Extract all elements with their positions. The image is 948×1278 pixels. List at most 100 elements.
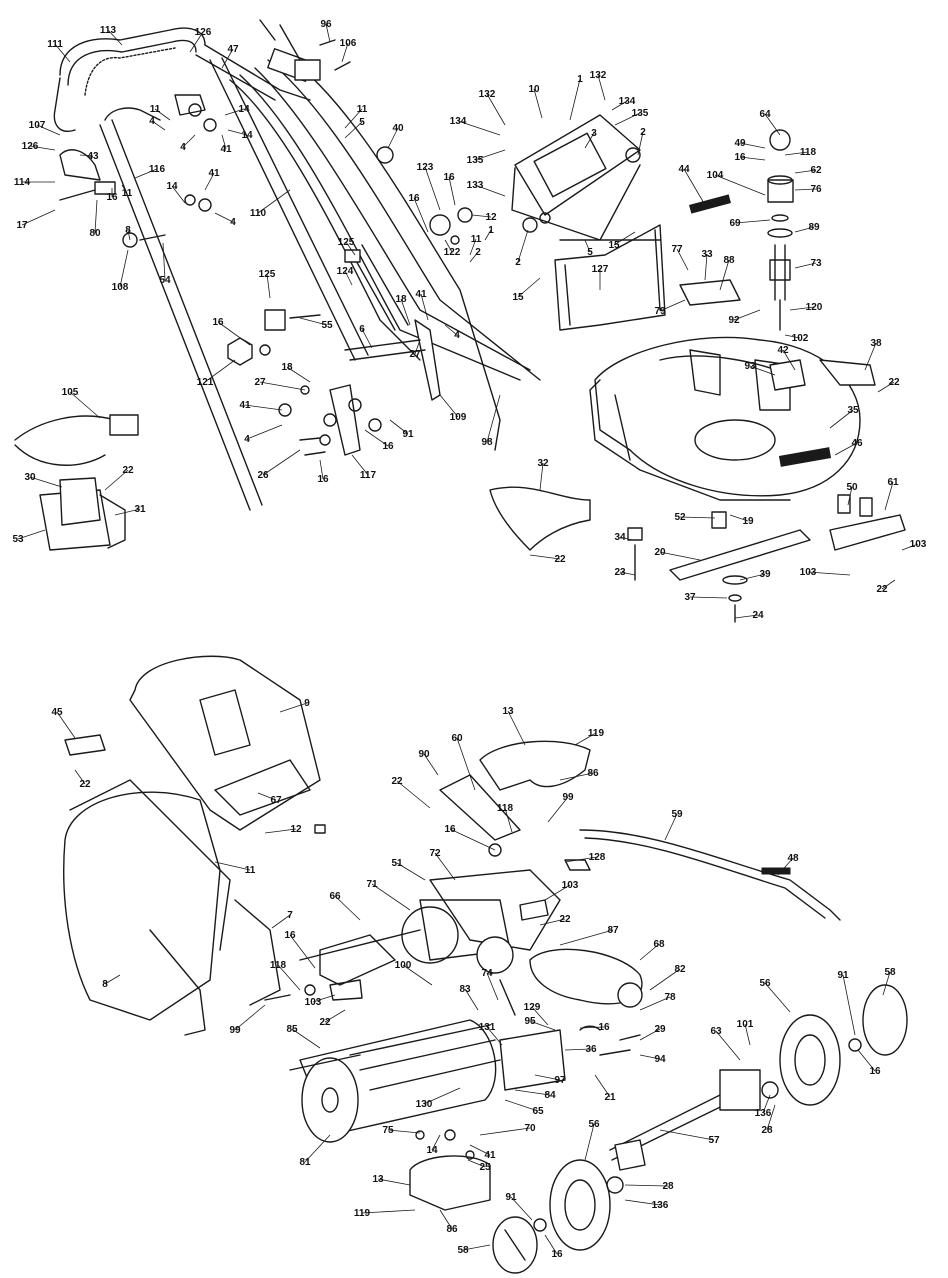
- leader-line: [312, 994, 336, 1003]
- part-number-label: 20: [654, 547, 666, 558]
- leader-line: [639, 1054, 661, 1060]
- part-number-label: 62: [810, 165, 822, 176]
- leader-line: [534, 1074, 561, 1081]
- leader-line: [584, 239, 591, 253]
- leader-line: [104, 469, 129, 491]
- callout-90: 90: [418, 749, 439, 776]
- part-number-label: 11: [150, 104, 161, 115]
- part-number-label: 52: [674, 512, 686, 523]
- leader-line: [387, 1129, 421, 1134]
- leader-line: [361, 328, 373, 349]
- leader-line: [244, 404, 283, 411]
- part-number-label: 135: [467, 155, 484, 166]
- callout-43: 43: [79, 151, 99, 162]
- callout-41: 41: [239, 400, 283, 411]
- callout-16: 16: [364, 429, 394, 452]
- leader-line: [764, 982, 791, 1013]
- part-number-label: 4: [180, 142, 186, 153]
- part-number-label: 108: [112, 282, 129, 293]
- callout-23: 23: [614, 567, 636, 578]
- callout-132: 132: [479, 89, 506, 126]
- part-number-label: 2: [640, 127, 646, 138]
- part-number-label: 56: [759, 978, 771, 989]
- callout-126: 126: [189, 27, 212, 53]
- leader-line: [414, 339, 421, 355]
- part-number-label: 11: [357, 104, 368, 115]
- part-number-label: 22: [559, 914, 571, 925]
- leader-line: [162, 242, 166, 281]
- callout-37: 37: [684, 592, 728, 603]
- leader-line: [214, 861, 251, 871]
- leader-line: [214, 212, 234, 223]
- leader-line: [486, 93, 506, 126]
- part-number-label: 134: [619, 96, 636, 107]
- callout-1: 1: [569, 74, 583, 121]
- leader-line: [119, 249, 129, 288]
- callout-106: 106: [340, 38, 357, 63]
- part-number-label: 58: [884, 967, 896, 978]
- part-number-label: 118: [800, 147, 817, 158]
- callout-15: 15: [608, 231, 636, 251]
- callout-127: 127: [592, 264, 609, 290]
- part-number-label: 39: [759, 569, 771, 580]
- callout-16: 16: [212, 317, 251, 346]
- part-number-label: 53: [12, 534, 24, 545]
- part-number-label: 110: [250, 208, 267, 219]
- leader-line: [734, 219, 771, 224]
- callout-18: 18: [281, 362, 311, 383]
- callout-42: 42: [777, 345, 796, 371]
- leader-line: [637, 131, 644, 156]
- callout-27: 27: [254, 377, 306, 391]
- leader-line: [286, 366, 311, 383]
- leader-line: [325, 23, 331, 43]
- leader-line: [271, 914, 291, 929]
- part-number-label: 136: [755, 1108, 772, 1119]
- part-number-label: 133: [467, 180, 484, 191]
- callout-14: 14: [166, 181, 186, 204]
- part-number-label: 97: [554, 1075, 566, 1086]
- part-number-label: 56: [588, 1119, 600, 1130]
- callout-117: 117: [351, 454, 377, 481]
- leader-line: [664, 813, 678, 841]
- leader-line: [431, 1134, 441, 1151]
- leader-line: [829, 409, 854, 429]
- callout-34: 34: [614, 532, 633, 543]
- part-number-label: 90: [418, 749, 430, 760]
- callout-135: 135: [467, 149, 506, 166]
- callout-22: 22: [104, 465, 134, 491]
- leader-line: [510, 1196, 533, 1221]
- leader-line: [423, 753, 439, 776]
- leader-line: [529, 554, 561, 560]
- callout-2: 2: [469, 247, 481, 263]
- part-number-label: 2: [515, 257, 521, 268]
- leader-line: [94, 199, 98, 234]
- callout-114: 114: [14, 177, 55, 188]
- callout-72: 72: [429, 848, 456, 881]
- callout-78: 78: [639, 992, 676, 1011]
- callout-36: 36: [564, 1044, 597, 1055]
- callout-38: 38: [864, 338, 882, 371]
- part-number-label: 91: [505, 1192, 517, 1203]
- leader-line: [389, 419, 409, 435]
- part-number-label: 4: [230, 217, 236, 228]
- leader-line: [882, 971, 891, 996]
- part-number-label: 16: [869, 1066, 881, 1077]
- part-number-label: 117: [360, 470, 377, 481]
- part-number-label: 135: [632, 108, 649, 119]
- part-number-label: 14: [238, 104, 250, 115]
- callout-102: 102: [784, 333, 809, 344]
- leader-line: [74, 769, 86, 785]
- part-number-label: 45: [51, 707, 63, 718]
- leader-line: [345, 241, 356, 256]
- part-number-label: 111: [47, 39, 63, 50]
- part-number-label: 16: [284, 930, 296, 941]
- part-number-label: 47: [227, 44, 239, 55]
- part-number-label: 13: [502, 706, 514, 717]
- part-number-label: 119: [588, 728, 605, 739]
- callout-14: 14: [426, 1134, 441, 1156]
- callout-73: 73: [794, 258, 822, 269]
- leader-line: [559, 929, 614, 946]
- callout-28: 28: [624, 1181, 674, 1192]
- part-number-label: 71: [366, 879, 378, 890]
- leader-line: [539, 918, 566, 926]
